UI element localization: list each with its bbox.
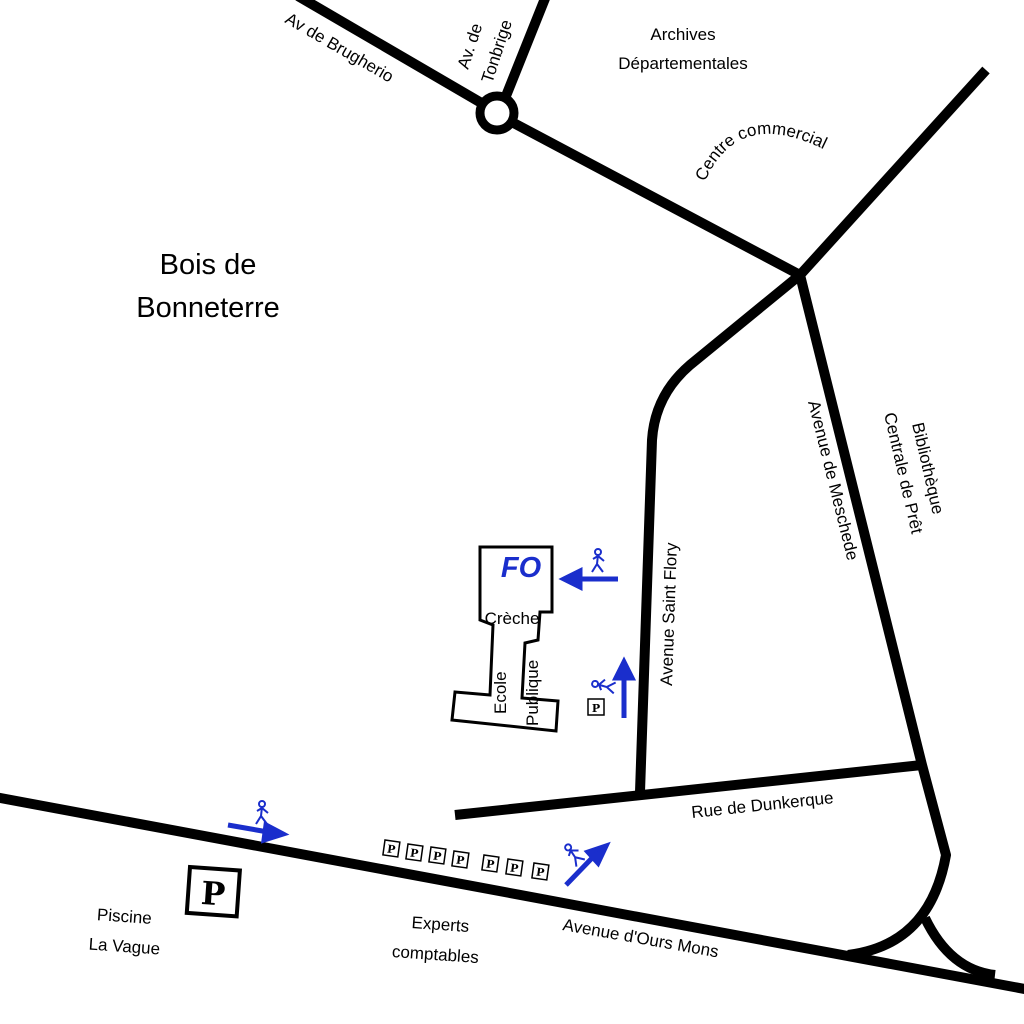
label-centre-commercial: Centre commercial (691, 119, 830, 184)
parking-row: P P P P P P P (382, 839, 550, 881)
parking-icon: P (428, 846, 447, 865)
label-archives-2: Départementales (618, 54, 747, 73)
svg-text:P: P (386, 842, 396, 856)
parking-icon: P (587, 698, 605, 716)
svg-text:P: P (200, 874, 227, 914)
label-rue-dunkerque: Rue de Dunkerque (690, 788, 834, 822)
road-avenue-saint-flory (635, 271, 804, 793)
arrow-up-right-icon (564, 841, 611, 887)
svg-text:P: P (409, 846, 419, 860)
label-publique: Publique (523, 660, 542, 726)
pedestrian-icon (564, 843, 586, 867)
svg-text:P: P (535, 865, 545, 879)
label-piscine-2: La Vague (88, 935, 161, 959)
label-av-tonbrige-1: Av. de (454, 21, 486, 71)
pedestrian-icon (255, 800, 269, 825)
parking-icon: P (405, 843, 424, 862)
label-experts-2: comptables (391, 942, 479, 967)
arrow-left-icon (558, 566, 618, 592)
road-avenue-ours-mons (0, 792, 1024, 994)
parking-icon: P (451, 850, 470, 869)
building-outline[interactable] (450, 545, 560, 733)
label-bois-1: Bois de (160, 249, 257, 281)
parking-icon: P (531, 862, 550, 881)
arrow-up-icon (611, 656, 637, 718)
road-rue-dunkerque (454, 760, 923, 820)
label-piscine-1: Piscine (96, 905, 152, 928)
label-fo: FO (501, 552, 542, 584)
label-bois-2: Bonneterre (136, 292, 280, 324)
svg-text:P: P (432, 849, 442, 863)
label-experts-1: Experts (411, 913, 470, 936)
label-ecole: Ecole (491, 671, 510, 714)
roundabout (475, 91, 519, 135)
parking-icon: P (382, 839, 401, 858)
parking-icon: P (505, 858, 524, 877)
pedestrian-icon (591, 548, 605, 573)
svg-text:P: P (509, 861, 519, 875)
svg-text:P: P (485, 857, 495, 871)
pedestrian-icon (591, 678, 617, 695)
svg-text:P: P (455, 853, 465, 867)
svg-text:P: P (592, 702, 600, 715)
road-branch (920, 915, 996, 980)
label-archives-1: Archives (650, 25, 715, 44)
road-av-tonbrige (501, 0, 550, 98)
road-northeast (505, 66, 990, 280)
road-av-brugherio (295, 0, 493, 113)
label-creche: Crèche (485, 609, 540, 628)
parking-icon: P (481, 854, 500, 873)
arrow-right-icon (227, 821, 290, 844)
road-avenue-meschede (795, 273, 951, 960)
parking-large-icon: P (184, 864, 243, 919)
label-avenue-saint-flory: Avenue Saint Flory (657, 542, 681, 686)
